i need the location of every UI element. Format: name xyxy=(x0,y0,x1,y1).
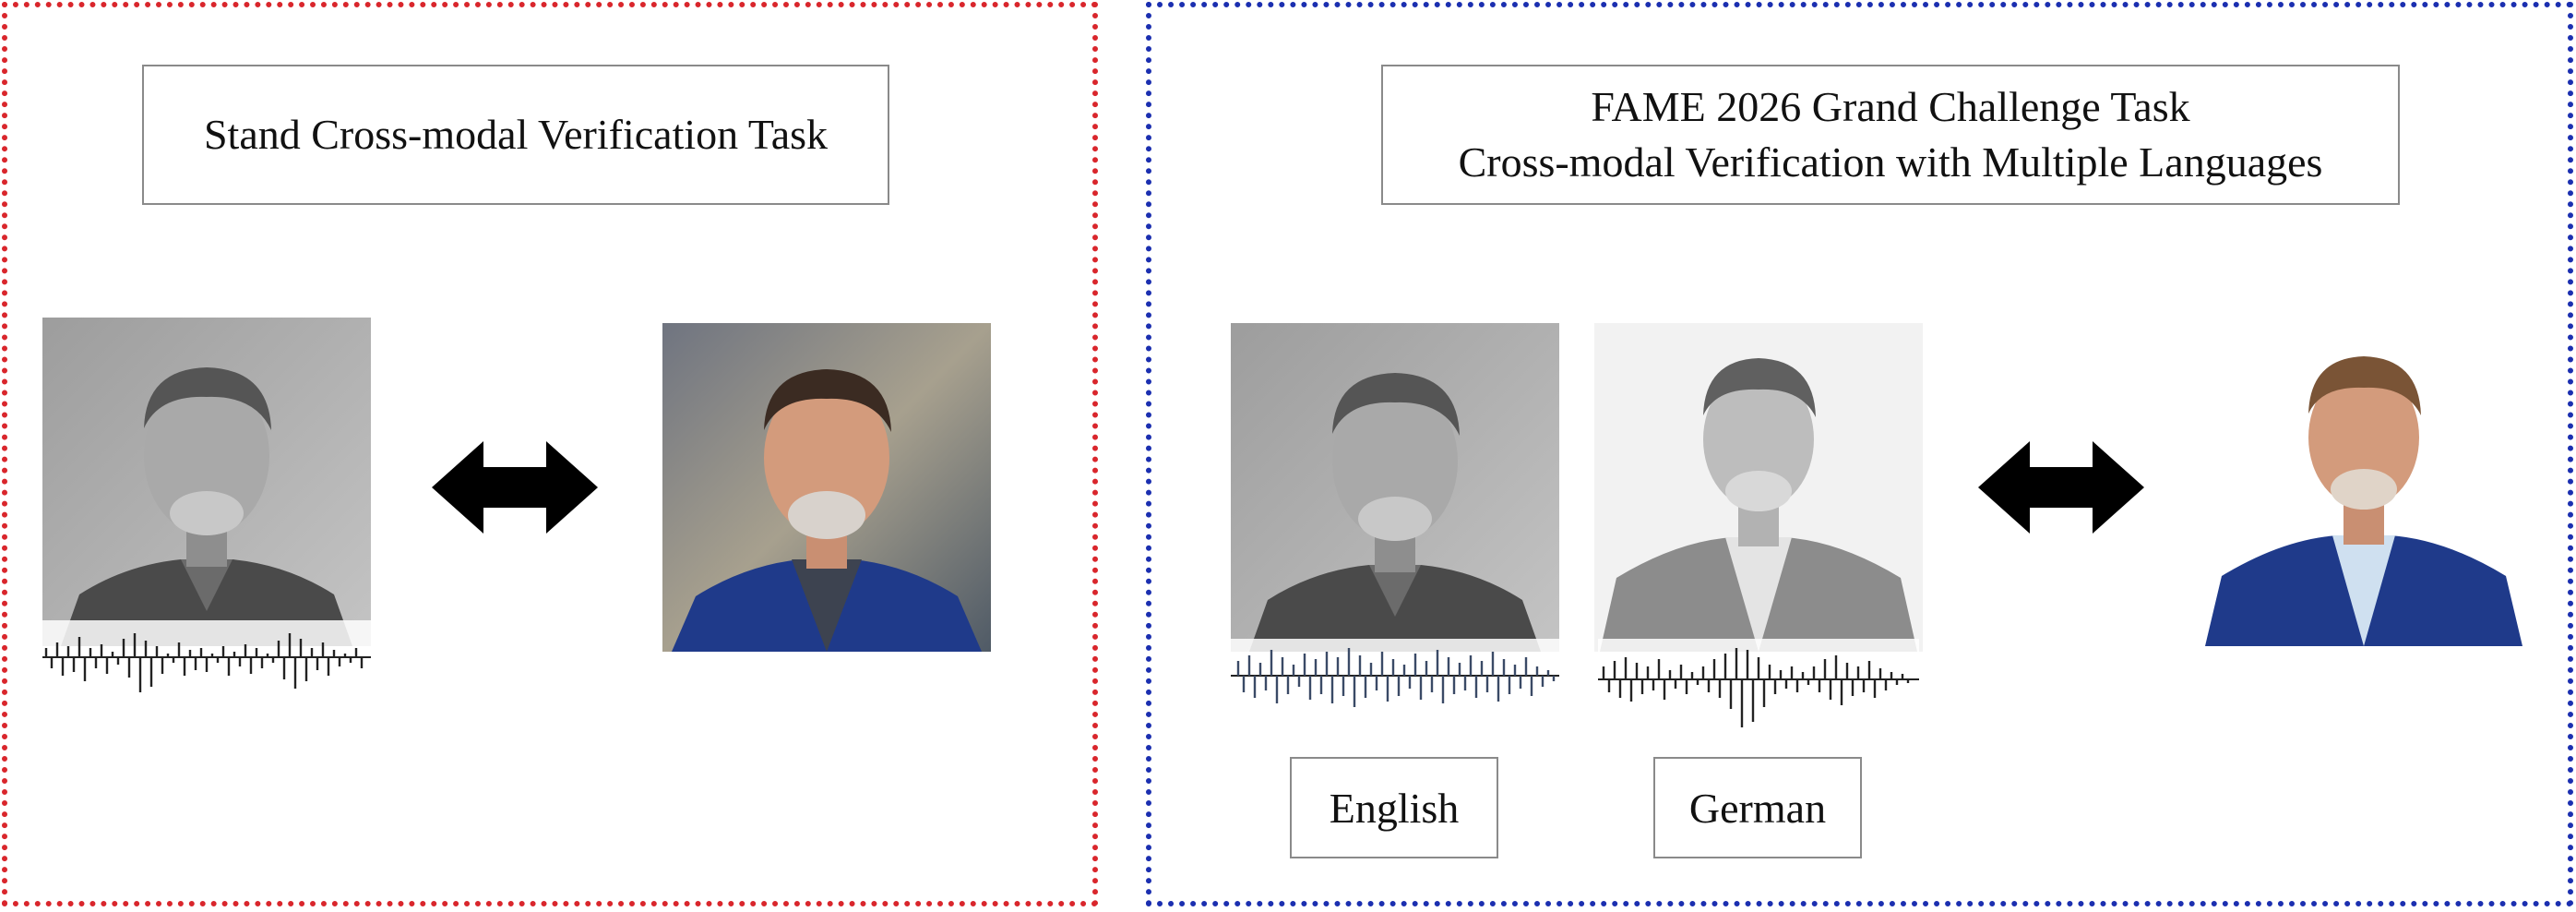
grayscale-face-photo-english xyxy=(1231,323,1559,652)
standard-task-title-box: Stand Cross-modal Verification Task xyxy=(142,65,889,205)
double-arrow-icon-right xyxy=(1978,441,2144,534)
color-face-photo xyxy=(662,323,991,652)
fame-task-title-line1: FAME 2026 Grand Challenge Task xyxy=(1591,83,2190,130)
audio-waveform-icon xyxy=(42,620,371,722)
double-arrow-icon xyxy=(432,441,598,534)
language-label-english-text: English xyxy=(1329,784,1460,832)
color-face-photo-right xyxy=(2200,318,2528,646)
fame-task-title-box: FAME 2026 Grand Challenge Task Cross-mod… xyxy=(1381,65,2400,205)
audio-waveform-icon-german xyxy=(1598,639,1919,750)
grayscale-face-photo xyxy=(42,318,371,646)
audio-waveform-icon-english xyxy=(1231,639,1559,731)
language-label-german: German xyxy=(1653,757,1862,858)
fame-challenge-panel xyxy=(1146,2,2573,906)
standard-task-title: Stand Cross-modal Verification Task xyxy=(203,111,829,158)
standard-task-panel xyxy=(2,2,1098,906)
grayscale-face-photo-german xyxy=(1594,323,1923,652)
language-label-english: English xyxy=(1290,757,1498,858)
fame-task-title-line2: Cross-modal Verification with Multiple L… xyxy=(1458,138,2323,186)
language-label-german-text: German xyxy=(1688,784,1827,832)
